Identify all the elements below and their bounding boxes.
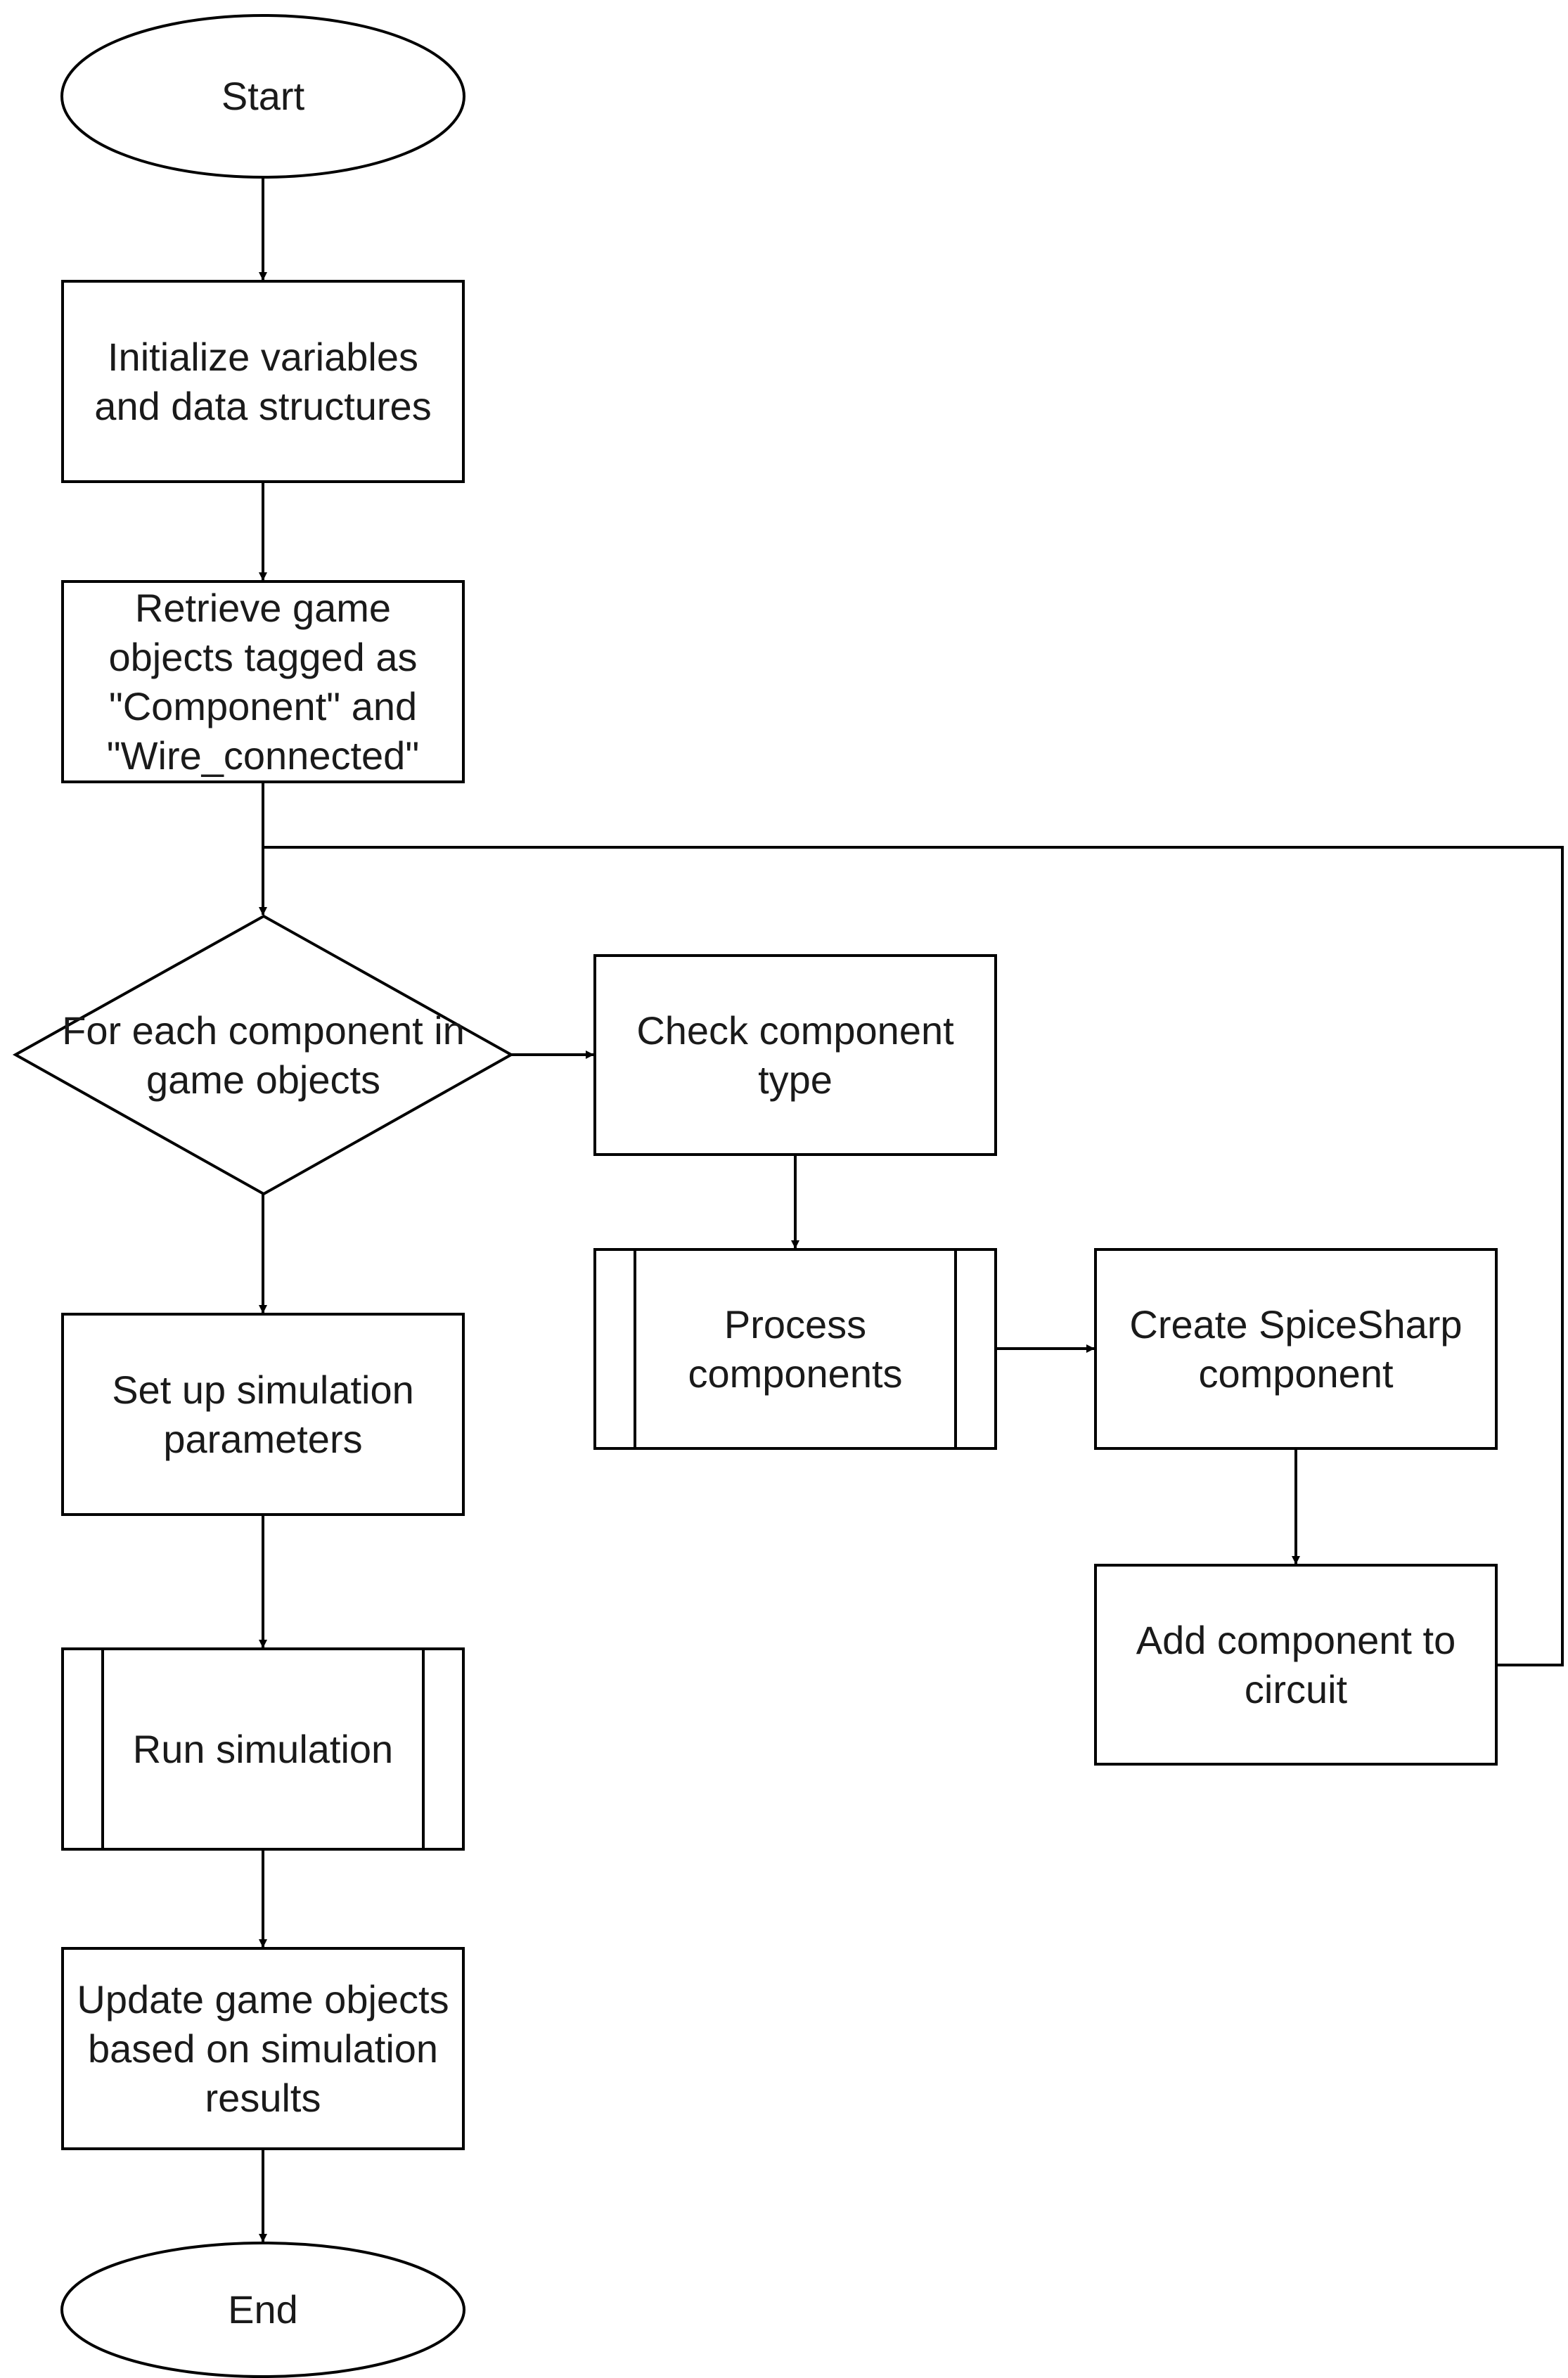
create-box-shape bbox=[1094, 1248, 1498, 1450]
for-each-decision: For each component in game objects bbox=[15, 916, 511, 1194]
check-type-label: Check component type bbox=[636, 1008, 954, 1102]
setup-box-shape bbox=[61, 1313, 465, 1516]
check-type-box-shape bbox=[593, 954, 997, 1156]
retrieve-label: Retrieve game objects tagged as "Compone… bbox=[106, 585, 420, 778]
update-box-shape bbox=[61, 1947, 465, 2150]
add-component-label: Add component to circuit bbox=[1136, 1617, 1456, 1711]
create-label: Create SpiceSharp component bbox=[1129, 1302, 1463, 1396]
process-node: Process components bbox=[635, 1249, 956, 1448]
add-component-box-shape bbox=[1094, 1564, 1498, 1766]
end-node: End bbox=[62, 2243, 464, 2377]
for-each-label: For each component in game objects bbox=[62, 1008, 465, 1102]
run-subprocess-shape bbox=[61, 1647, 465, 1851]
run-label: Run simulation bbox=[132, 1726, 394, 1771]
start-label: Start bbox=[221, 74, 305, 118]
process-subprocess-shape bbox=[593, 1248, 997, 1450]
end-terminal-shape bbox=[60, 2242, 465, 2378]
update-label: Update game objects based on simulation … bbox=[77, 1977, 449, 2120]
loop-back-line-add-to-decision bbox=[263, 846, 1564, 1666]
initialize-box-shape bbox=[61, 280, 465, 483]
process-label: Process components bbox=[688, 1302, 903, 1396]
retrieve-box-shape bbox=[61, 580, 465, 783]
initialize-label: Initialize variables and data structures bbox=[94, 334, 432, 428]
setup-label: Set up simulation parameters bbox=[112, 1367, 414, 1461]
setup-node: Set up simulation parameters bbox=[63, 1314, 463, 1515]
add-component-node: Add component to circuit bbox=[1095, 1565, 1496, 1764]
create-node: Create SpiceSharp component bbox=[1095, 1249, 1496, 1448]
run-node: Run simulation bbox=[103, 1649, 423, 1849]
update-node: Update game objects based on simulation … bbox=[63, 1948, 463, 2149]
start-node: Start bbox=[62, 15, 464, 177]
initialize-node: Initialize variables and data structures bbox=[63, 281, 463, 482]
end-label: End bbox=[228, 2287, 298, 2332]
retrieve-node: Retrieve game objects tagged as "Compone… bbox=[63, 581, 463, 782]
check-type-node: Check component type bbox=[595, 956, 996, 1155]
